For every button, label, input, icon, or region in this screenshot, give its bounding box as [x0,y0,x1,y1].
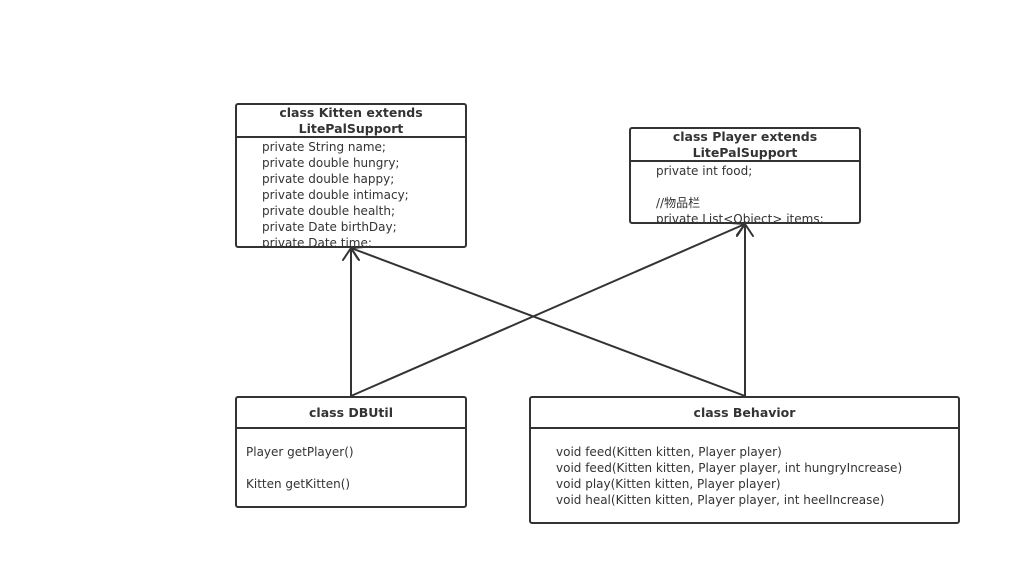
member-field: private double happy; [262,172,395,186]
class-title-line-1: class DBUtil [309,404,393,420]
member-field: private Date time; [262,236,372,248]
member-method: void feed(Kitten kitten, Player player, … [556,461,903,475]
class-members-dbutil: Player getPlayer() Kitten getKitten() [237,429,465,492]
class-box-behavior[interactable]: class Behavior void feed(Kitten kitten, … [529,396,960,524]
member-field: private String name; [262,140,386,154]
member-method: void play(Kitten kitten, Player player) [556,477,781,491]
edge-dbutil-to-kitten [342,247,360,397]
member-comment: //物品栏 [656,196,701,210]
class-title-player: class Player extends LitePalSupport [631,129,859,162]
member-spacer [656,179,859,195]
member-field: private Date birthDay; [262,220,397,234]
class-members-player: private int food; //物品栏 private List<Obj… [631,162,859,224]
member-method: void heal(Kitten kitten, Player player, … [556,493,885,507]
class-box-player[interactable]: class Player extends LitePalSupport priv… [629,127,861,224]
edge-behavior-to-kitten [350,246,746,397]
class-title-line-2: LitePalSupport [692,144,798,160]
member-method: Kitten getKitten() [246,477,351,491]
class-members-behavior: void feed(Kitten kitten, Player player) … [531,429,958,508]
member-spacer [246,460,465,476]
class-title-line-1: class Player extends [672,128,818,144]
member-method: void feed(Kitten kitten, Player player) [556,445,782,459]
member-field: private double intimacy; [262,188,409,202]
class-title-kitten: class Kitten extends LitePalSupport [237,105,465,138]
class-title-dbutil: class DBUtil [237,398,465,429]
member-method: Player getPlayer() [246,445,354,459]
arrowhead-open-icon [736,223,754,237]
class-title-line-1: class Behavior [693,404,796,420]
member-field: private List<Object> items; [656,212,824,224]
member-field: private double hungry; [262,156,400,170]
member-field: private int food; [656,164,753,178]
class-box-kitten[interactable]: class Kitten extends LitePalSupport priv… [235,103,467,248]
edge-behavior-to-player [736,223,754,397]
class-members-kitten: private String name; private double hung… [237,138,465,248]
edge-dbutil-to-player [350,222,746,397]
class-box-dbutil[interactable]: class DBUtil Player getPlayer() Kitten g… [235,396,467,508]
class-title-line-2: LitePalSupport [298,120,404,136]
member-field: private double health; [262,204,395,218]
class-title-line-1: class Kitten extends [279,104,423,120]
class-title-behavior: class Behavior [531,398,958,429]
